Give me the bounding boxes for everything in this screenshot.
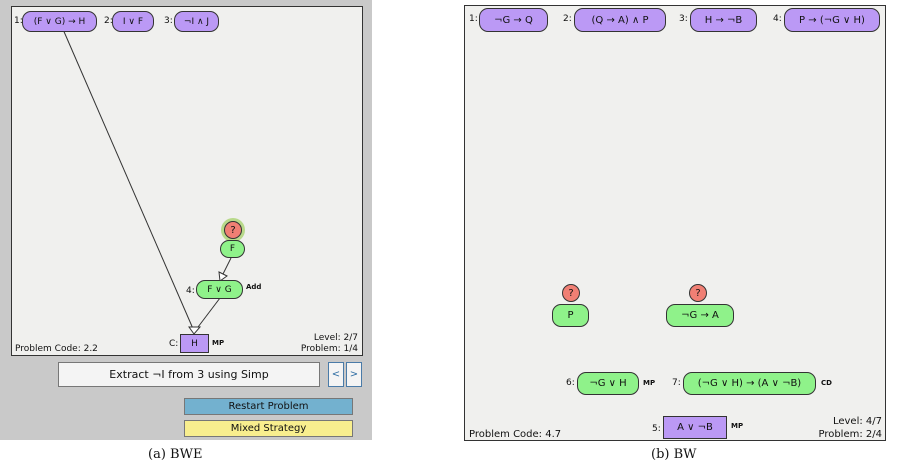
premise-3-number: 3: xyxy=(679,14,688,24)
node-not-g-implies-a[interactable]: ¬G → A xyxy=(666,304,734,327)
premise-2-node[interactable]: (Q → A) ∧ P xyxy=(574,8,666,32)
caption-a: (a) BWE xyxy=(148,447,203,462)
premise-4-number: 4: xyxy=(773,14,782,24)
node-f[interactable]: F xyxy=(220,240,245,258)
node-6-rule: MP xyxy=(643,379,656,387)
node-4-number: 4: xyxy=(186,286,195,296)
premise-3-node[interactable]: H → ¬B xyxy=(690,8,757,32)
premise-2-node[interactable]: I ∨ F xyxy=(112,11,154,32)
question-icon[interactable]: ? xyxy=(689,284,707,302)
premise-3-number: 3: xyxy=(164,16,173,26)
node-p[interactable]: P xyxy=(552,304,589,327)
level-label: Level: 2/7 xyxy=(313,333,358,343)
node-4-rule: Add xyxy=(246,283,262,291)
premise-1-number: 1: xyxy=(14,16,23,26)
mixed-strategy-button[interactable]: Mixed Strategy xyxy=(184,420,353,437)
level-label: Level: 4/7 xyxy=(832,416,882,427)
restart-problem-button[interactable]: Restart Problem xyxy=(184,398,353,415)
problem-label: Problem: 2/4 xyxy=(818,429,882,440)
premise-1-number: 1: xyxy=(469,14,478,24)
node-5-rule: MP xyxy=(731,422,744,430)
node-4[interactable]: F ∨ G xyxy=(196,280,243,299)
problem-code: Problem Code: 4.7 xyxy=(469,429,562,440)
node-7-number: 7: xyxy=(672,378,681,388)
node-7-rule: CD xyxy=(821,379,832,387)
next-hint-button[interactable]: > xyxy=(346,362,362,387)
node-5[interactable]: A ∨ ¬B xyxy=(663,416,727,439)
conclusion-node[interactable]: H xyxy=(180,334,209,353)
node-6[interactable]: ¬G ∨ H xyxy=(577,372,639,395)
premise-4-node[interactable]: P → (¬G ∨ H) xyxy=(784,8,880,32)
bw-proof-board xyxy=(464,5,886,441)
premise-1-node[interactable]: (F ∨ G) → H xyxy=(22,11,97,32)
conclusion-rule: MP xyxy=(212,339,225,347)
node-6-number: 6: xyxy=(566,378,575,388)
bwe-proof-board xyxy=(11,6,363,356)
conclusion-number: C: xyxy=(169,339,179,349)
prev-hint-button[interactable]: < xyxy=(328,362,344,387)
premise-2-number: 2: xyxy=(563,14,572,24)
node-7[interactable]: (¬G ∨ H) → (A ∨ ¬B) xyxy=(683,372,816,395)
node-5-number: 5: xyxy=(652,424,661,434)
premise-2-number: 2: xyxy=(104,16,113,26)
hint-text: Extract ¬I from 3 using Simp xyxy=(58,362,320,387)
premise-3-node[interactable]: ¬I ∧ J xyxy=(174,11,219,32)
question-icon[interactable]: ? xyxy=(562,284,580,302)
caption-b: (b) BW xyxy=(651,447,697,462)
problem-code: Problem Code: 2.2 xyxy=(15,344,98,354)
problem-label: Problem: 1/4 xyxy=(300,344,358,354)
question-icon[interactable]: ? xyxy=(224,221,242,239)
premise-1-node[interactable]: ¬G → Q xyxy=(479,8,548,32)
